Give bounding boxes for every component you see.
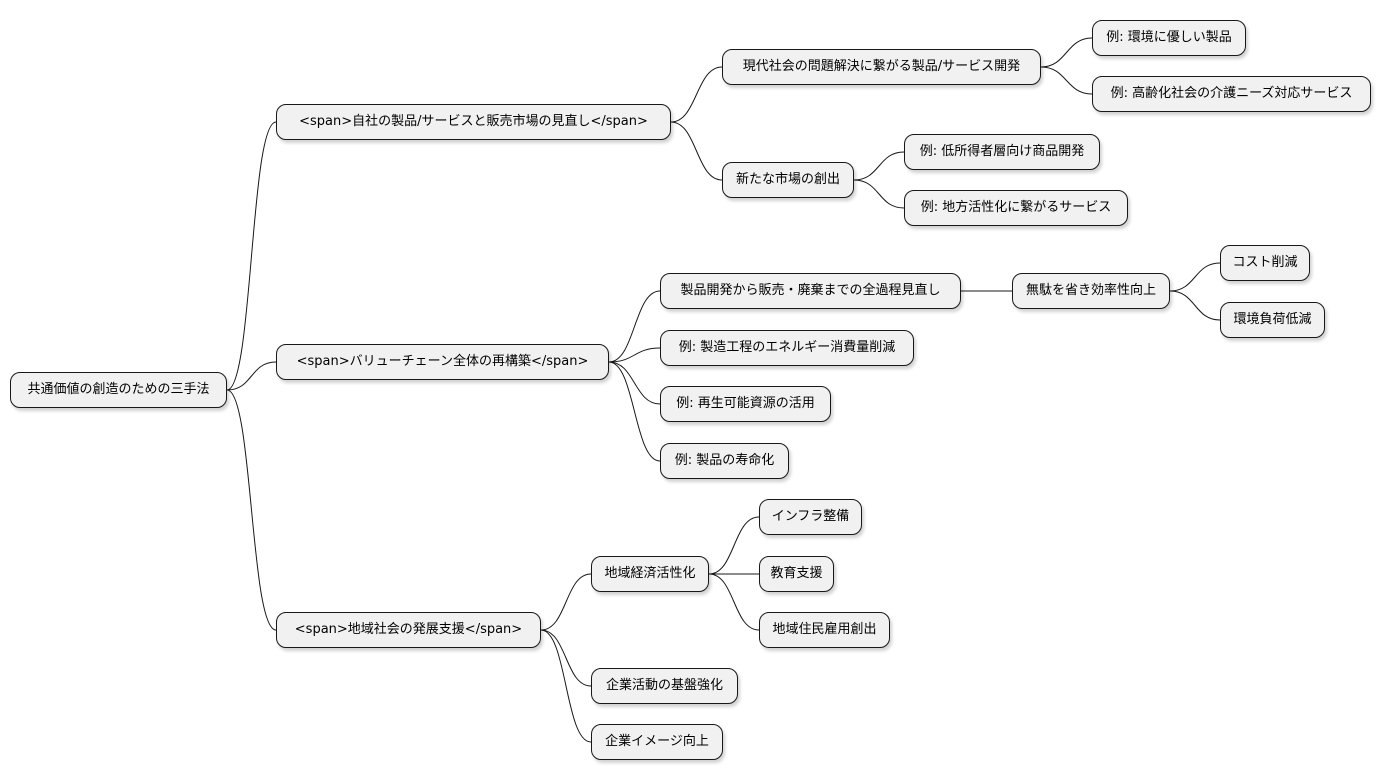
cost-reduction-node[interactable]: コスト削減 [1220, 245, 1310, 281]
education-node[interactable]: 教育支援 [759, 556, 834, 592]
employment-node[interactable]: 地域住民雇用創出 [759, 612, 890, 648]
example-eco-product-node[interactable]: 例: 環境に優しい製品 [1092, 20, 1246, 56]
edge [1169, 290, 1221, 321]
business-foundation-node[interactable]: 企業活動の基盤強化 [591, 668, 738, 704]
edge [853, 179, 905, 209]
edge [540, 629, 592, 743]
infrastructure-node[interactable]: インフラ整備 [759, 499, 862, 535]
edge [708, 516, 760, 575]
edge [708, 573, 760, 631]
edge [608, 347, 661, 363]
environment-load-node[interactable]: 環境負荷低減 [1220, 302, 1325, 338]
edge [540, 629, 592, 687]
social-problem-product-node[interactable]: 現代社会の問題解決に繋がる製品/サービス開発 [722, 49, 1041, 85]
edge [226, 361, 277, 391]
branch-value-chain-node[interactable]: <span>バリューチェーン全体の再構築</span> [276, 344, 609, 380]
edge [608, 361, 661, 405]
edge [1040, 37, 1093, 68]
new-market-node[interactable]: 新たな市場の創出 [722, 162, 854, 198]
full-process-review-node[interactable]: 製品開発から販売・廃棄までの全過程見直し [660, 273, 961, 309]
branch-community-node[interactable]: <span>地域社会の発展支援</span> [276, 612, 541, 648]
root-node[interactable]: 共通価値の創造のための三手法 [10, 372, 227, 408]
corporate-image-node[interactable]: 企業イメージ向上 [591, 724, 723, 760]
edge [608, 290, 661, 363]
edge [1040, 66, 1093, 95]
edge [853, 151, 905, 181]
edge [226, 121, 277, 391]
edge [670, 66, 723, 123]
edge [226, 389, 277, 631]
edge [540, 573, 592, 631]
edge [608, 361, 661, 462]
edge [1169, 262, 1221, 292]
regional-economy-node[interactable]: 地域経済活性化 [591, 556, 709, 592]
example-renewable-node[interactable]: 例: 再生可能資源の活用 [660, 386, 831, 422]
efficiency-node[interactable]: 無駄を省き効率性向上 [1012, 273, 1170, 309]
example-low-income-node[interactable]: 例: 低所得者層向け商品開発 [904, 134, 1100, 170]
branch-product-market-node[interactable]: <span>自社の製品/サービスと販売市場の見直し</span> [276, 104, 671, 140]
example-regional-service-node[interactable]: 例: 地方活性化に繋がるサービス [904, 190, 1128, 226]
example-longevity-node[interactable]: 例: 製品の寿命化 [660, 443, 789, 479]
example-elderly-care-node[interactable]: 例: 高齢化社会の介護ニーズ対応サービス [1092, 76, 1371, 112]
edge [670, 121, 723, 181]
example-energy-node[interactable]: 例: 製造工程のエネルギー消費量削減 [660, 330, 914, 366]
